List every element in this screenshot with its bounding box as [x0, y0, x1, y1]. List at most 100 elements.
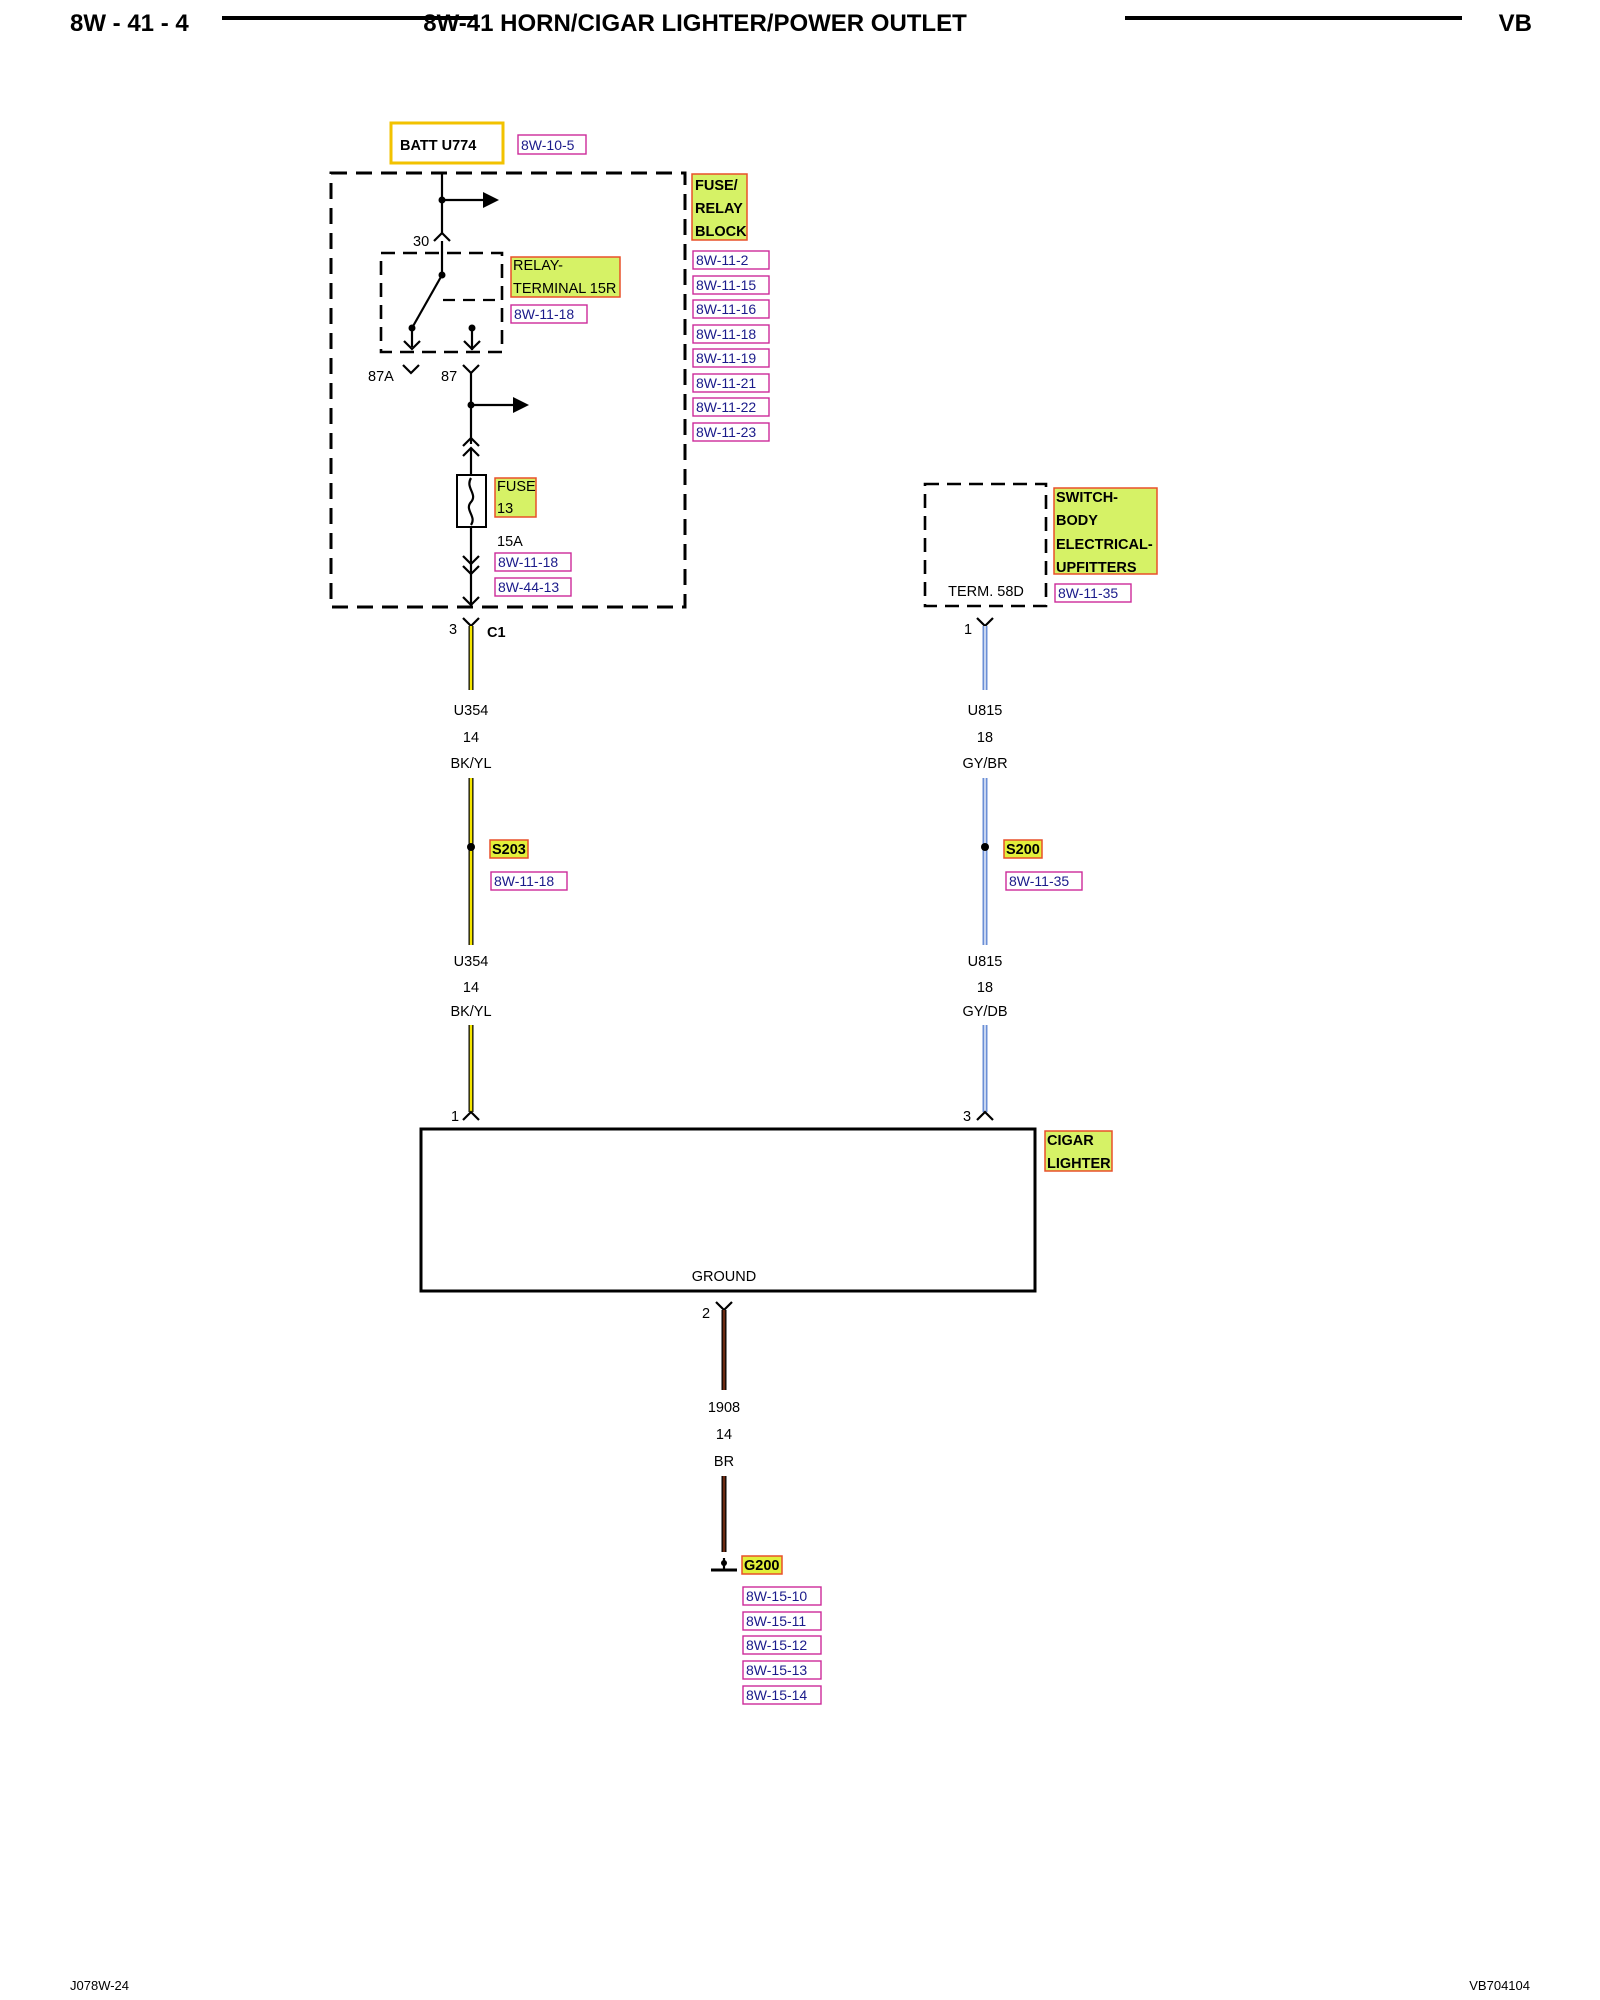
- left-lower-circuit: U354: [454, 954, 489, 970]
- g200-ref[interactable]: 8W-15-10: [746, 1588, 807, 1604]
- right-upper-circuit: U815: [968, 703, 1003, 719]
- fuse-relay-ref-box[interactable]: [692, 275, 770, 295]
- fuse-relay-ref[interactable]: 8W-11-21: [696, 375, 756, 391]
- relay-label-box: [510, 256, 621, 298]
- right-lower-circuit: U815: [968, 954, 1003, 970]
- lighter-pin-3: 3: [963, 1109, 971, 1125]
- relay-ref-box[interactable]: [510, 304, 588, 324]
- page-number: 8W - 41 - 4: [70, 10, 189, 37]
- fuse-13-element: [467, 477, 475, 526]
- batt-ref[interactable]: 8W-10-5: [521, 137, 575, 153]
- pin-87a-symbol: [402, 364, 420, 375]
- ground-wire-circuit: 1908: [708, 1400, 740, 1416]
- fuse-relay-ref-box[interactable]: [692, 397, 770, 417]
- switch-ref[interactable]: 8W-11-35: [1058, 585, 1118, 601]
- header-code: VB: [1499, 10, 1532, 37]
- c1-pin: 3: [449, 622, 457, 638]
- relay-to-fuse-feed: [462, 373, 529, 475]
- fuse-relay-ref[interactable]: 8W-11-19: [696, 350, 756, 366]
- cigar-lighter-label-box: [1044, 1130, 1113, 1172]
- right-upper-gauge: 18: [977, 730, 993, 746]
- relay-label-line: TERMINAL 15R: [513, 281, 616, 297]
- g200-ref[interactable]: 8W-15-11: [746, 1613, 806, 1629]
- left-upper-color: BK/YL: [450, 756, 491, 772]
- fuse-relay-ref[interactable]: 8W-11-16: [696, 301, 756, 317]
- right-lower-gauge: 18: [977, 980, 993, 996]
- left-upper-circuit: U354: [454, 703, 489, 719]
- splice-s203-dot: [467, 843, 475, 851]
- switch-label-line: ELECTRICAL-: [1056, 537, 1153, 553]
- switch-ref-box[interactable]: [1054, 583, 1132, 603]
- switch-label-box: [1053, 487, 1158, 575]
- switch-terminal: TERM. 58D: [948, 584, 1024, 600]
- switch-pin-symbol: [976, 617, 994, 628]
- fuse-relay-ref-box[interactable]: [692, 348, 770, 368]
- fuse-relay-ref-box[interactable]: [692, 324, 770, 344]
- fuse-ref-box[interactable]: [494, 577, 572, 597]
- g200-ref-box[interactable]: [742, 1586, 822, 1606]
- g200-ref[interactable]: 8W-15-14: [746, 1687, 807, 1703]
- g200-label: G200: [744, 1558, 779, 1574]
- batt-label: BATT U774: [400, 138, 476, 154]
- fuse-rating: 15A: [497, 534, 523, 550]
- fuse-relay-ref-box[interactable]: [692, 250, 770, 270]
- s200-ref-box[interactable]: [1005, 871, 1083, 891]
- lighter-pin-2-symbol: [715, 1301, 733, 1312]
- fuse-to-c1-feed: [462, 527, 480, 607]
- switch-label-line: BODY: [1056, 513, 1098, 529]
- g200-ref-box[interactable]: [742, 1660, 822, 1680]
- page-title: 8W-41 HORN/CIGAR LIGHTER/POWER OUTLET: [423, 10, 967, 37]
- batt-box: [389, 121, 505, 165]
- c1-pin-symbol: [462, 617, 480, 628]
- ground-wire-color: BR: [714, 1454, 734, 1470]
- relay-ref[interactable]: 8W-11-18: [514, 306, 574, 322]
- s203-ref[interactable]: 8W-11-18: [494, 873, 554, 889]
- cigar-lighter-label-line: CIGAR: [1047, 1133, 1094, 1149]
- lighter-pin-2: 2: [702, 1306, 710, 1322]
- footer-right: VB704104: [1469, 1978, 1530, 1993]
- g200-ref-box[interactable]: [742, 1685, 822, 1705]
- relay-pin-30: 30: [413, 234, 429, 250]
- fuse-ref-box[interactable]: [494, 552, 572, 572]
- fuse-relay-ref-box[interactable]: [692, 422, 770, 442]
- s203-label-box: [489, 839, 529, 859]
- fuse-label-box: [494, 477, 537, 518]
- fuse-ref[interactable]: 8W-11-18: [498, 554, 558, 570]
- s200-label: S200: [1006, 842, 1040, 858]
- g200-ref-box[interactable]: [742, 1635, 822, 1655]
- left-lower-gauge: 14: [463, 980, 479, 996]
- fuse-ref[interactable]: 8W-44-13: [498, 579, 559, 595]
- g200-ref-box[interactable]: [742, 1611, 822, 1631]
- fuse-relay-block-label-line: BLOCK: [695, 224, 747, 240]
- fuse-relay-block-refs: 8W-11-2 8W-11-15 8W-11-16 8W-11-18 8W-11…: [692, 250, 770, 442]
- left-lower-color: BK/YL: [450, 1004, 491, 1020]
- right-upper-color: GY/BR: [962, 756, 1007, 772]
- c1-name: C1: [487, 625, 506, 641]
- footer-left: J078W-24: [70, 1978, 129, 1993]
- fuse-relay-ref[interactable]: 8W-11-18: [696, 326, 756, 342]
- batt-ref-box[interactable]: [517, 134, 587, 155]
- s203-label: S203: [492, 842, 526, 858]
- relay-pin-87a: 87A: [368, 369, 394, 385]
- fuse-relay-ref[interactable]: 8W-11-22: [696, 399, 756, 415]
- s203-ref-box[interactable]: [490, 871, 568, 891]
- fuse-relay-ref[interactable]: 8W-11-23: [696, 424, 756, 440]
- g200-ref[interactable]: 8W-15-13: [746, 1662, 807, 1678]
- splice-s200-dot: [981, 843, 989, 851]
- right-lower-color: GY/DB: [962, 1004, 1007, 1020]
- ground-wire-gauge: 14: [716, 1427, 732, 1443]
- fuse-relay-ref-box[interactable]: [692, 299, 770, 319]
- s200-ref[interactable]: 8W-11-35: [1009, 873, 1069, 889]
- fuse-label-line: FUSE: [497, 479, 536, 495]
- batt-feed: [433, 173, 499, 242]
- fuse-relay-ref[interactable]: 8W-11-15: [696, 277, 756, 293]
- cigar-lighter-component: [419, 1127, 1037, 1293]
- lighter-pin-1: 1: [451, 1109, 459, 1125]
- fuse-relay-block-outline: [329, 171, 687, 609]
- fuse-relay-ref[interactable]: 8W-11-2: [696, 252, 749, 268]
- g200-ref[interactable]: 8W-15-12: [746, 1637, 807, 1653]
- fuse-relay-ref-box[interactable]: [692, 373, 770, 393]
- fuse-relay-block-label-box: [691, 173, 748, 241]
- fuse-relay-block-label-line: FUSE/: [695, 178, 738, 194]
